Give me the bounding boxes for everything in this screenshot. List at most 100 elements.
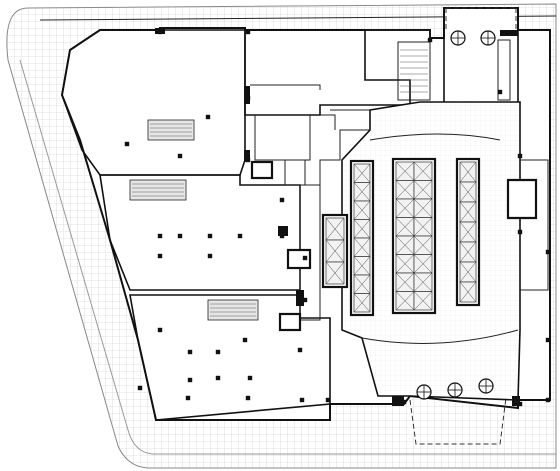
north-stair [397, 41, 431, 101]
column-icon [325, 397, 331, 403]
elevator-icon [413, 217, 433, 237]
column-icon [517, 229, 523, 235]
column-icon [247, 375, 253, 381]
wall-pier [244, 150, 250, 162]
column-icon [185, 395, 191, 401]
column-icon [245, 29, 251, 35]
wall-pier [512, 396, 520, 406]
column-icon [187, 377, 193, 383]
column-icon [207, 253, 213, 259]
elevator-bank-west [349, 159, 375, 317]
column-icon [157, 253, 163, 259]
column-icon [215, 375, 221, 381]
elevator-bank-service [321, 213, 349, 289]
elevator-icon [413, 235, 433, 255]
column-icon [517, 153, 523, 159]
elevator-icon [395, 161, 415, 181]
column-icon [207, 233, 213, 239]
elevator-icon [413, 291, 433, 311]
column-icon [427, 37, 433, 43]
column-icon [237, 233, 243, 239]
escalator-icon [207, 299, 259, 321]
elevator-icon [395, 291, 415, 311]
wall-pier [244, 86, 250, 104]
column-icon [245, 395, 251, 401]
tenant-space-north [61, 29, 246, 176]
column-icon [242, 337, 248, 343]
column-icon [157, 233, 163, 239]
elevator-icon [353, 163, 371, 183]
elevator-icon [353, 293, 371, 313]
elevator-icon [395, 235, 415, 255]
wall-pier [500, 30, 518, 36]
column-icon [137, 385, 143, 391]
elevator-icon [395, 254, 415, 274]
elevator-icon [413, 254, 433, 274]
revolving-door-icon [480, 30, 496, 46]
elevator-bank-center [391, 157, 437, 315]
elevator-icon [353, 256, 371, 276]
wall-pier [296, 290, 304, 306]
column-icon [545, 249, 551, 255]
elevator-icon [413, 180, 433, 200]
revolving-door-icon [447, 382, 463, 398]
escalator-north [147, 119, 195, 141]
shaft-box [250, 160, 274, 180]
escalator-icon [147, 119, 195, 141]
elevator-icon [353, 237, 371, 257]
wall-pier [392, 396, 404, 406]
elevator-icon [353, 274, 371, 294]
escalator-south [207, 299, 259, 321]
elevator-icon [325, 217, 345, 241]
elevator-icon [395, 198, 415, 218]
elevator-icon [413, 272, 433, 292]
elevator-icon [353, 219, 371, 239]
elevator-icon [395, 272, 415, 292]
revolving-door-icon [416, 384, 432, 400]
column-icon [177, 153, 183, 159]
column-icon [279, 197, 285, 203]
revolving-door-icon [478, 378, 494, 394]
elevator-icon [325, 239, 345, 263]
elevator-icon [353, 182, 371, 202]
elevator-icon [413, 198, 433, 218]
column-icon [177, 233, 183, 239]
column-icon [157, 327, 163, 333]
elevator-icon [395, 180, 415, 200]
wall-pier [155, 28, 165, 34]
elevator-icon [459, 161, 477, 183]
north-entrance-vestibule [445, 7, 517, 30]
column-icon [297, 347, 303, 353]
column-icon [545, 397, 551, 403]
wall-pier [278, 226, 288, 236]
elevator-icon [459, 221, 477, 243]
elevator-icon [459, 281, 477, 303]
column-icon [215, 349, 221, 355]
revolving-doors [416, 30, 496, 400]
elevator-icon [325, 261, 345, 285]
column-icon [299, 397, 305, 403]
escalator-icon [129, 179, 187, 201]
elevator-icon [353, 200, 371, 220]
elevator-bank-east [455, 157, 481, 307]
elevator-icon [459, 261, 477, 283]
column-icon [124, 141, 130, 147]
shaft-box [278, 312, 302, 332]
revolving-door-icon [450, 30, 466, 46]
escalator-middle [129, 179, 187, 201]
column-icon [187, 349, 193, 355]
column-icon [302, 255, 308, 261]
shaft-box [286, 248, 312, 270]
column-icon [545, 337, 551, 343]
elevator-icon [395, 217, 415, 237]
elevator-icon [459, 201, 477, 223]
structural-columns [124, 28, 551, 407]
elevator-icon [459, 181, 477, 203]
elevator-icon [413, 161, 433, 181]
elevator-icon [459, 241, 477, 263]
column-icon [497, 89, 503, 95]
column-icon [302, 297, 308, 303]
column-icon [205, 114, 211, 120]
